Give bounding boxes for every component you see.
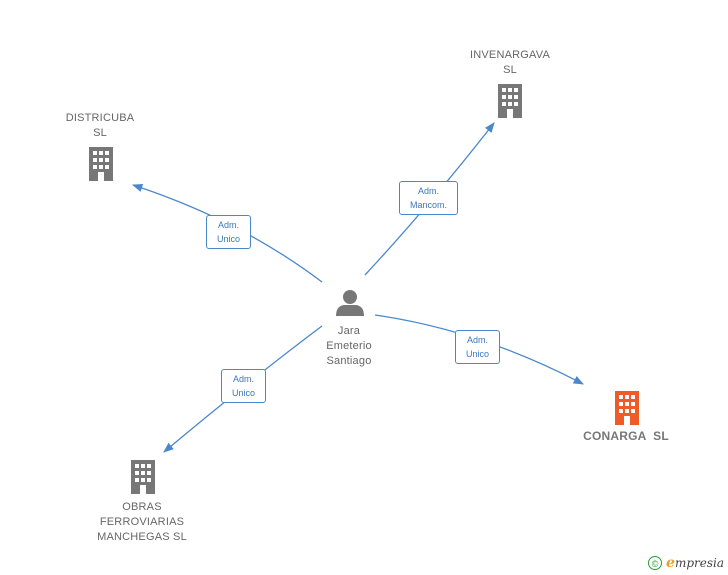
building-icon[interactable] [615,391,639,425]
company-name-invenargava[interactable]: INVENARGAVA SL [469,49,551,76]
copyright-icon: © [648,556,663,570]
relation-label-districuba[interactable]: Adm. Unico [206,215,251,249]
person-icon[interactable] [336,290,364,316]
company-name-districuba[interactable]: DISTRICUBA SL [65,112,135,139]
building-icon[interactable] [131,460,155,494]
company-name-obras[interactable]: OBRAS FERROVIARIAS MANCHEGAS SL [97,501,187,543]
building-icon[interactable] [89,147,113,181]
building-icon[interactable] [498,84,522,118]
company-name-conarga[interactable]: CONARGA SL [583,429,669,443]
brand-logo: empresia [666,555,724,571]
relation-label-invenargava[interactable]: Adm. Mancom. [399,181,458,215]
relation-label-obras[interactable]: Adm. Unico [221,369,266,403]
person-name[interactable]: Jara Emeterio Santiago [326,325,372,367]
footer-brand: © empresia [648,555,724,571]
relation-label-conarga[interactable]: Adm. Unico [455,330,500,364]
